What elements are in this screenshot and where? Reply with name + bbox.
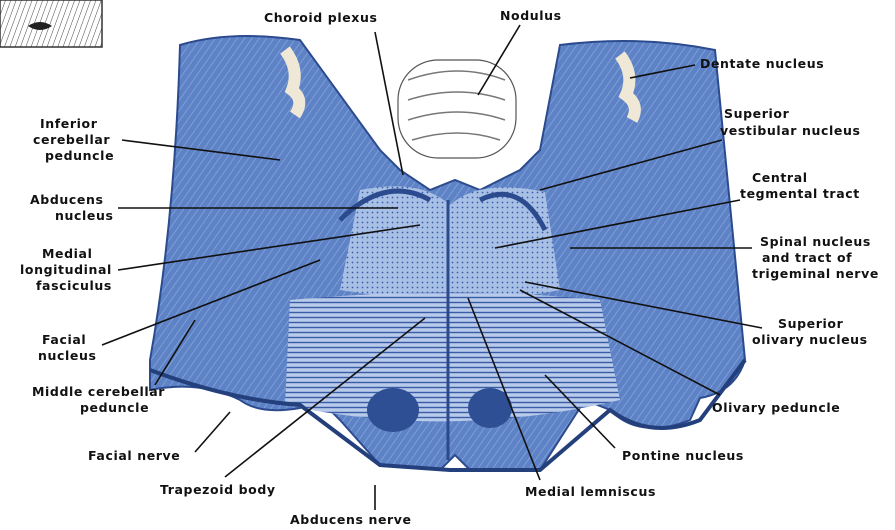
label-inferior-cerebellar-peduncle: Inferior cerebellar peduncle: [33, 116, 115, 163]
label-middle-cerebellar-peduncle: Middle cerebellar peduncle: [32, 384, 170, 415]
label-abducens-nucleus: Abducens nucleus: [30, 192, 114, 223]
label-olivary-peduncle: Olivary peduncle: [712, 400, 840, 415]
label-pontine-nucleus: Pontine nucleus: [622, 448, 744, 463]
label-trapezoid-body: Trapezoid body: [160, 482, 276, 497]
label-medial-longitudinal-fasciculus: Medial longitudinal fasciculus: [20, 246, 117, 293]
label-facial-nucleus: Facial nucleus: [38, 332, 97, 363]
label-central-tegmental-tract: Central tegmental tract: [740, 170, 860, 201]
nodulus-lobules: [398, 60, 516, 158]
label-superior-olivary-nucleus: Superior olivary nucleus: [752, 316, 868, 347]
pons-tissue-section: [150, 36, 745, 470]
label-superior-vestibular-nucleus: Superior vestibular nucleus: [720, 106, 861, 138]
label-choroid-plexus: Choroid plexus: [264, 10, 378, 25]
brainstem-section-thumbnail-icon: [0, 0, 102, 47]
label-facial-nerve: Facial nerve: [88, 448, 180, 463]
label-abducens-nerve: Abducens nerve: [290, 512, 412, 527]
label-spinal-nucleus-trigeminal: Spinal nucleus and tract of trigeminal n…: [752, 234, 879, 281]
label-dentate-nucleus: Dentate nucleus: [700, 56, 824, 71]
label-nodulus: Nodulus: [500, 8, 562, 23]
label-medial-lemniscus: Medial lemniscus: [525, 484, 656, 499]
